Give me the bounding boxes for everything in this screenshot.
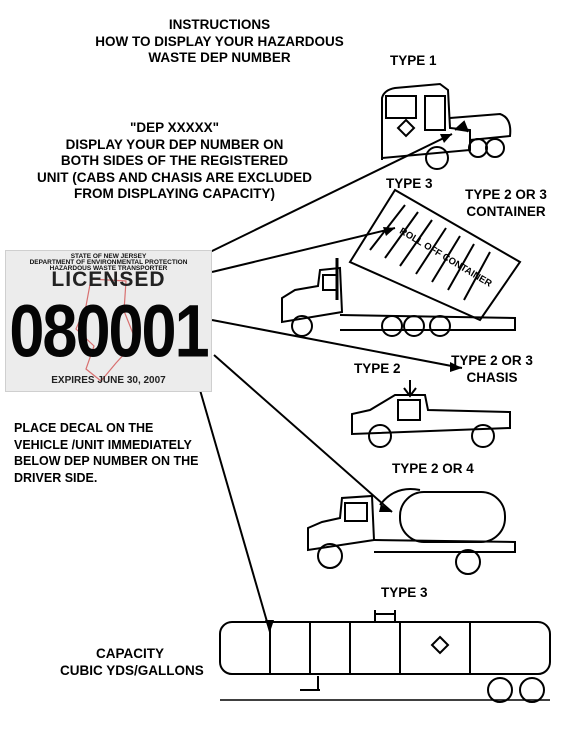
place-decal-block: PLACE DECAL ON THE VEHICLE /UNIT IMMEDIA… xyxy=(14,420,199,486)
pointer-lines xyxy=(199,133,463,633)
decal-department: DEPARTMENT OF ENVIRONMENTAL PROTECTION xyxy=(29,259,188,266)
dep-line: UNIT (CABS AND CHASIS ARE EXCLUDED xyxy=(36,169,312,185)
place-decal-line: PLACE DECAL ON THE xyxy=(14,421,154,435)
capacity-line: CUBIC YDS/GALLONS xyxy=(60,662,204,678)
instructions-heading: INSTRUCTIONS HOW TO DISPLAY YOUR HAZARDO… xyxy=(63,17,376,67)
place-decal-line: BELOW DEP NUMBER ON THE xyxy=(14,454,199,468)
capacity-line: CAPACITY xyxy=(95,646,164,661)
nj-map-outline xyxy=(75,278,137,382)
label-container-line: TYPE 2 OR 3 xyxy=(465,187,547,202)
label-chasis-line: TYPE 2 OR 3 xyxy=(451,353,533,368)
label-type3-bottom: TYPE 3 xyxy=(381,585,428,600)
capacity-block: CAPACITY CUBIC YDS/GALLONS xyxy=(60,646,204,679)
label-chasis-line: CHASIS xyxy=(466,369,518,385)
dep-line: DISPLAY YOUR DEP NUMBER ON xyxy=(65,136,284,152)
tank-truck-illustration xyxy=(307,488,516,575)
decal-transporter: HAZARDOUS WASTE TRANSPORTER xyxy=(49,265,168,272)
label-container: TYPE 2 OR 3 CONTAINER xyxy=(458,187,554,220)
decal-state: STATE OF NEW JERSEY xyxy=(70,253,147,260)
dep-line: BOTH SIDES OF THE REGISTERED xyxy=(60,153,289,168)
label-type2: TYPE 2 xyxy=(354,361,401,376)
decal-licensed: LICENSED xyxy=(51,268,166,291)
label-type2or4: TYPE 2 OR 4 xyxy=(392,461,474,476)
type1-tractor-illustration xyxy=(381,82,512,170)
pointer-arrowheads xyxy=(265,134,462,632)
label-chasis: TYPE 2 OR 3 CHASIS xyxy=(444,353,540,386)
tank-trailer-illustration xyxy=(219,610,551,703)
pickup-truck-illustration xyxy=(351,380,511,448)
place-decal-line: DRIVER SIDE. xyxy=(14,470,98,485)
decal-number: 080001 xyxy=(9,290,209,373)
licensed-decal: STATE OF NEW JERSEY DEPARTMENT OF ENVIRO… xyxy=(5,250,212,392)
dep-line: "DEP XXXXX" xyxy=(129,120,220,135)
decal-expiry: EXPIRES JUNE 30, 2007 xyxy=(51,375,166,386)
instructions-line: WASTE DEP NUMBER xyxy=(148,50,291,65)
instructions-line: HOW TO DISPLAY YOUR HAZARDOUS xyxy=(95,33,344,49)
place-decal-line: VEHICLE /UNIT IMMEDIATELY xyxy=(14,437,192,452)
label-type3-top: TYPE 3 xyxy=(386,176,433,191)
dep-number-block: "DEP XXXXX" DISPLAY YOUR DEP NUMBER ON B… xyxy=(19,120,330,203)
label-type1: TYPE 1 xyxy=(390,53,437,68)
dep-line: FROM DISPLAYING CAPACITY) xyxy=(73,186,275,201)
instructions-line: INSTRUCTIONS xyxy=(168,17,271,32)
label-container-line: CONTAINER xyxy=(466,203,546,219)
